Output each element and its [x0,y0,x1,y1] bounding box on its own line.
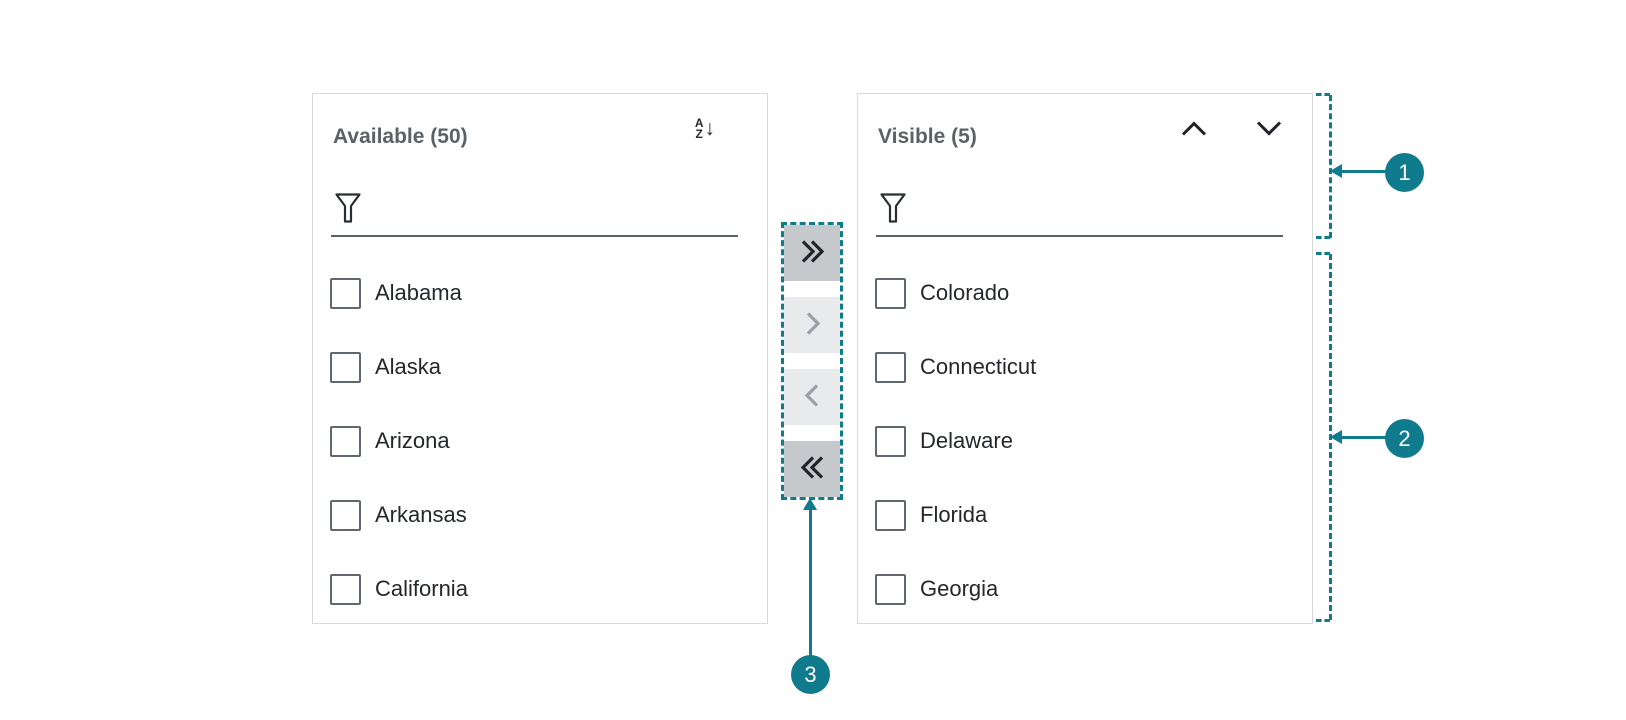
callout-2-bracket-bottom [1316,619,1330,622]
funnel-filter-icon [880,193,906,228]
callout-1-bracket-bottom [1316,236,1330,239]
checkbox[interactable] [875,277,906,309]
chevron-left-icon [799,382,826,412]
item-label[interactable]: Georgia [920,576,999,601]
callout-1-arrow-line [1342,170,1386,173]
callout-badge-1: 1 [1385,153,1424,192]
sort-alphabetical-icon: A Z [694,116,704,141]
item-label[interactable]: Arkansas [375,502,467,527]
list-item[interactable]: Connecticut [875,330,1292,404]
callout-number: 3 [804,661,817,687]
double-chevron-right-icon [799,238,826,268]
list-item[interactable]: Colorado [875,256,1292,330]
chevron-up-icon [1181,120,1207,140]
funnel-filter-icon [335,193,361,228]
checkbox[interactable] [330,499,361,531]
list-item[interactable]: Georgia [875,552,1292,626]
callout-2-bracket-top [1316,252,1330,255]
checkbox[interactable] [875,425,906,457]
visible-filter-input[interactable] [906,204,1283,235]
chevron-right-icon [799,310,826,340]
move-all-right-button[interactable] [784,225,840,281]
available-filter-input[interactable] [361,204,738,235]
callout-badge-2: 2 [1385,419,1424,458]
available-filter-row [331,191,738,237]
visible-list: Colorado Connecticut Delaware Florida Ge… [875,256,1292,626]
available-list: Alabama Alaska Arizona Arkansas Californ… [330,256,747,626]
item-label[interactable]: Colorado [920,280,1010,305]
reorder-controls [1181,120,1282,140]
list-item[interactable]: California [330,552,747,626]
sort-button[interactable]: A Z ↓ [694,116,716,141]
item-label[interactable]: Arizona [375,428,450,453]
transfer-button-group [781,222,843,500]
move-selected-right-button [784,297,840,353]
checkbox[interactable] [330,351,361,383]
available-panel-title: Available (50) [333,125,468,148]
callout-3-arrow-line [809,507,812,657]
list-item[interactable]: Florida [875,478,1292,552]
visible-filter-row [876,191,1283,237]
checkbox[interactable] [875,573,906,605]
move-down-button[interactable] [1256,120,1282,140]
item-label[interactable]: Alabama [375,280,462,305]
callout-number: 2 [1398,425,1411,451]
move-all-left-button[interactable] [784,441,840,497]
checkbox[interactable] [330,573,361,605]
item-label[interactable]: Florida [920,502,988,527]
callout-1-bracket-top [1316,93,1330,96]
item-label[interactable]: Connecticut [920,354,1037,379]
move-up-button[interactable] [1181,120,1207,140]
checkbox[interactable] [875,499,906,531]
callout-2-arrow-line [1342,436,1386,439]
item-label[interactable]: Alaska [375,354,442,379]
checkbox[interactable] [875,351,906,383]
list-item[interactable]: Arizona [330,404,747,478]
available-panel: Available (50) A Z ↓ Alabama Al [312,93,768,624]
chevron-down-icon [1256,120,1282,140]
visible-panel: Visible (5) [857,93,1313,624]
list-item[interactable]: Alaska [330,330,747,404]
callout-1-arrowhead [1330,164,1342,178]
sort-descending-arrow-icon: ↓ [704,117,716,140]
list-item[interactable]: Delaware [875,404,1292,478]
list-item[interactable]: Arkansas [330,478,747,552]
checkbox[interactable] [330,425,361,457]
double-chevron-left-icon [799,454,826,484]
item-label[interactable]: California [375,576,468,601]
move-selected-left-button [784,369,840,425]
item-label[interactable]: Delaware [920,428,1013,453]
callout-2-arrowhead [1330,430,1342,444]
checkbox[interactable] [330,277,361,309]
list-item[interactable]: Alabama [330,256,747,330]
callout-badge-3: 3 [791,655,830,694]
callout-3-arrowhead [803,498,817,510]
visible-panel-title: Visible (5) [878,125,977,148]
callout-number: 1 [1398,159,1411,185]
